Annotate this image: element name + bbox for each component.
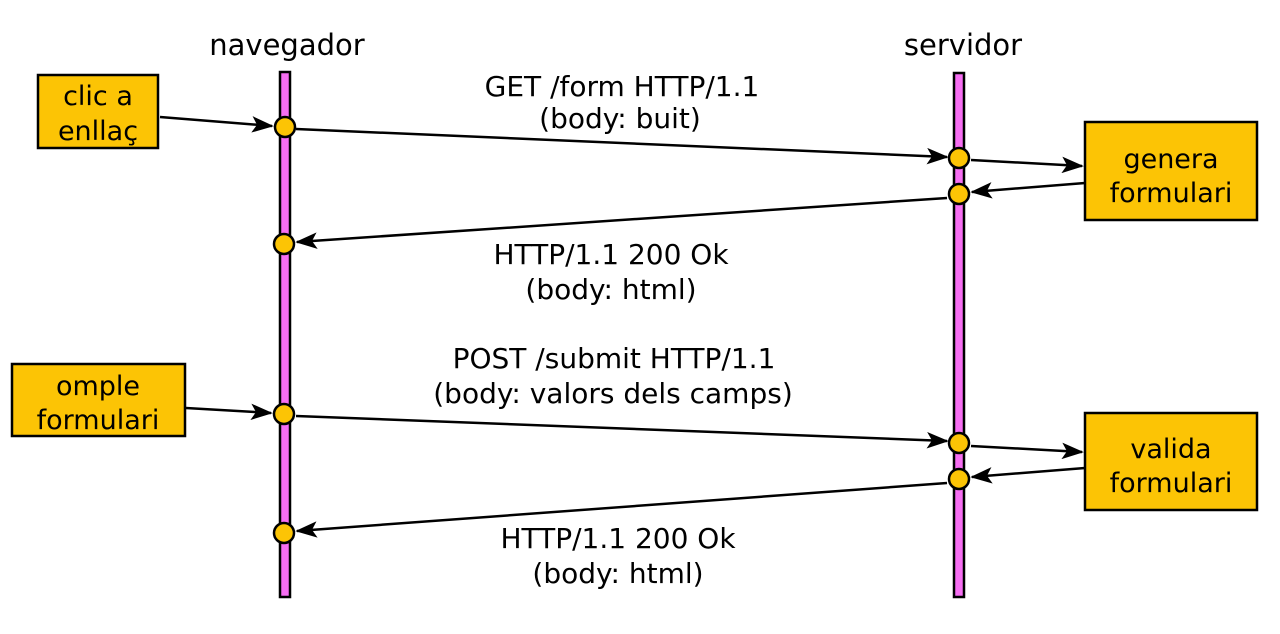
action-label-genera-line1: genera <box>1123 144 1218 175</box>
message-get-response-title: HTTP/1.1 200 Ok <box>493 238 729 271</box>
arrow-valida-to-servidor <box>970 466 1086 484</box>
action-label-valida-line1: valida <box>1130 434 1211 465</box>
action-box-valida-formulari <box>1083 411 1259 512</box>
message-post-request-title: POST /submit HTTP/1.1 <box>453 342 776 375</box>
event-dot-navegador-4 <box>272 521 296 545</box>
lifeline-bar-navegador <box>278 70 292 599</box>
lifeline-label-navegador: navegador <box>209 28 364 62</box>
arrow-post-request <box>295 414 949 449</box>
message-post-response-title: HTTP/1.1 200 Ok <box>500 522 736 555</box>
event-dot-servidor-4 <box>947 467 971 491</box>
arrow-clic-to-navegador <box>159 115 274 133</box>
action-label-genera-line2: formulari <box>1110 178 1233 209</box>
message-get-request-title: GET /form HTTP/1.1 <box>485 70 760 103</box>
event-dot-servidor-1 <box>947 146 971 170</box>
arrow-post-response <box>295 481 948 538</box>
message-get-request-body: (body: buit) <box>539 102 701 135</box>
arrow-genera-to-servidor <box>970 181 1086 199</box>
action-box-genera-formulari <box>1083 120 1259 222</box>
arrow-servidor-to-genera <box>970 156 1084 174</box>
lifeline-label-servidor: servidor <box>904 28 1022 62</box>
event-dot-navegador-2 <box>272 232 296 256</box>
event-dot-navegador-3 <box>272 402 296 426</box>
action-label-omple-line2: formulari <box>37 405 160 436</box>
action-box-clic-a-enllac <box>36 73 160 150</box>
message-get-response-body: (body: html) <box>525 273 696 306</box>
arrow-get-response <box>295 196 948 249</box>
action-label-valida-line2: formulari <box>1110 468 1233 499</box>
message-post-request-body: (body: valors dels camps) <box>433 377 793 410</box>
arrow-servidor-to-valida <box>970 442 1084 460</box>
message-post-response-body: (body: html) <box>532 557 703 590</box>
action-box-omple-formulari <box>10 362 187 438</box>
action-label-clic-line2: enllaç <box>58 116 138 147</box>
event-dot-navegador-1 <box>273 115 297 139</box>
arrow-get-request <box>295 127 949 165</box>
action-label-omple-line1: omple <box>56 371 140 402</box>
action-label-clic-line1: clic a <box>63 81 133 112</box>
event-dot-servidor-3 <box>947 431 971 455</box>
lifeline-bar-servidor <box>952 71 966 599</box>
event-dot-servidor-2 <box>947 182 971 206</box>
arrow-omple-to-navegador <box>185 403 273 421</box>
